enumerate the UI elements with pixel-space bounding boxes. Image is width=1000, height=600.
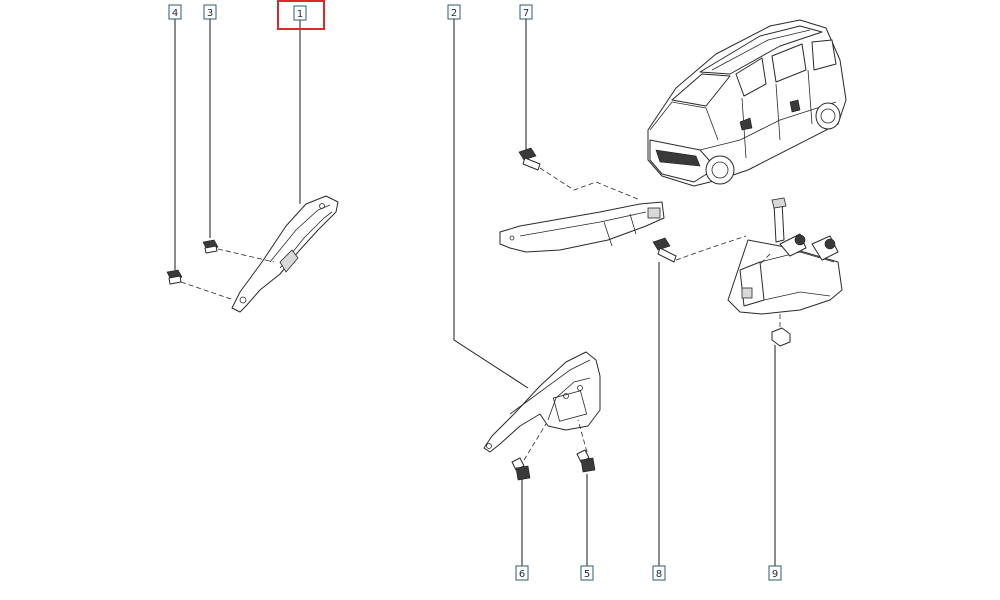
callout-6-label: 6 [519,569,525,580]
leader-lines [174,19,776,566]
bolt-3[interactable] [202,239,275,263]
bolt-7[interactable] [518,147,641,201]
callout-6[interactable]: 6 [515,565,529,581]
callout-4[interactable]: 4 [168,4,182,20]
callout-4-label: 4 [172,8,178,19]
bolt-6[interactable] [511,423,547,481]
lock-mechanism-bracket [727,197,843,315]
callout-5-label: 5 [584,569,590,580]
callout-1-label: 1 [297,9,303,20]
callout-9[interactable]: 9 [768,565,782,581]
leader-2 [453,19,529,389]
callout-8-label: 8 [656,569,662,580]
selected-highlight [277,0,325,30]
part-1-hinge-arm[interactable] [231,195,339,313]
callout-2[interactable]: 2 [447,4,461,20]
part-2-door-hinge[interactable] [483,351,601,453]
callout-8[interactable]: 8 [652,565,666,581]
upper-bracket [499,201,665,253]
callout-9-label: 9 [772,569,778,580]
callout-1[interactable]: 1 [277,0,325,30]
part-9-clip[interactable] [771,314,791,347]
callout-7-label: 7 [523,8,529,19]
callout-7[interactable]: 7 [519,4,533,20]
bolt-4[interactable] [166,269,235,301]
vehicle-illustration [647,19,847,187]
callout-3-label: 3 [207,8,213,19]
callout-3[interactable]: 3 [203,4,217,20]
callout-5[interactable]: 5 [580,565,594,581]
bolt-5[interactable] [576,419,596,473]
bolt-8[interactable] [652,235,747,263]
callout-2-label: 2 [451,8,457,19]
